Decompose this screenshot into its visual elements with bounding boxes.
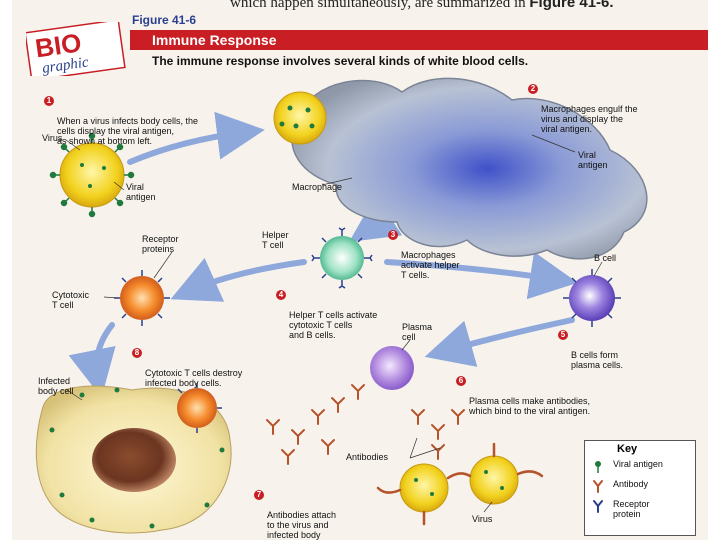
label-virus: Virus (42, 133, 63, 143)
step-8-caption: 8 Cytotoxic T cells destroy infected bod… (132, 348, 242, 388)
infected-body-cell (35, 383, 232, 534)
arrow-virus-to-macrophage (127, 111, 265, 165)
step-5-text: B cells form plasma cells. (571, 350, 624, 370)
virus-engulfed (273, 91, 327, 145)
top-text-plain: which happen simultaneously, are summari… (230, 0, 526, 11)
step-6-number: 6 (456, 376, 466, 386)
step-7-text: Antibodies attach to the virus and infec… (267, 510, 337, 540)
macrophage-cell (291, 77, 648, 260)
key-item-antibody: Antibody (591, 479, 648, 495)
step-4-number: 4 (276, 290, 286, 300)
step-8-text: Cytotoxic T cells destroy infected body … (145, 368, 243, 388)
label-plasma-cell: Plasma cell (402, 322, 433, 342)
cytotoxic-t-cell (114, 270, 170, 326)
helper-t-cell (311, 227, 373, 289)
label-infected-body-cell: Infected body cell (38, 376, 74, 396)
figure-page: which happen simultaneously, are summari… (12, 0, 708, 540)
arrow-helper-to-cytotoxic (170, 257, 307, 302)
top-text-bold: Figure 41-6. (529, 0, 614, 11)
step-1-caption: 1 When a virus infects body cells, the c… (44, 96, 198, 146)
b-cell (563, 269, 621, 327)
key-title: Key (617, 443, 638, 455)
step-6-caption: 6 Plasma cells make antibodies, which bi… (456, 376, 590, 416)
label-viral-antigen-left: Viral antigen (126, 182, 156, 202)
antibody-bound-viruses (376, 442, 544, 526)
step-3-number: 3 (388, 230, 398, 240)
figure-subtitle: The immune response involves several kin… (152, 54, 529, 68)
step-4-text: Helper T cells activate cytotoxic T cell… (289, 310, 378, 340)
step-7-caption: 7 Antibodies attach to the virus and inf… (254, 490, 336, 540)
label-cytotoxic-t-cell: Cytotoxic T cell (52, 290, 90, 310)
plasma-cell (370, 346, 414, 390)
virus-initial (49, 132, 135, 218)
key-label-viral-antigen: Viral antigen (613, 459, 663, 469)
title-bar (130, 30, 708, 50)
svg-text:graphic: graphic (41, 54, 90, 76)
arrow-cytotoxic-to-infected (68, 322, 116, 398)
step-4-caption: 4 Helper T cells activate cytotoxic T ce… (276, 290, 377, 340)
viral-antigen-icon (595, 461, 601, 473)
antibody-icon (593, 480, 603, 493)
receptor-protein-icon (593, 500, 603, 513)
key-item-viral-antigen: Viral antigen (591, 459, 663, 475)
key-label-receptor-protein: Receptor protein (613, 499, 650, 519)
step-1-text: When a virus infects body cells, the cel… (57, 116, 199, 146)
legend-key: Key Viral antigen Antibody Receptor prot… (584, 440, 696, 536)
step-3-caption: 3 Macrophages activate helper T cells. (388, 230, 460, 280)
leader-lines (65, 134, 603, 513)
key-item-receptor-protein: Receptor protein (591, 499, 650, 519)
biographic-logo: BIO graphic (26, 22, 126, 76)
label-viral-antigen-right: Viral antigen (578, 150, 608, 170)
label-b-cell: B cell (594, 253, 617, 263)
arrow-helper-to-bcell (384, 251, 578, 300)
step-8-number: 8 (132, 348, 142, 358)
step-2-text: Macrophages engulf the virus and display… (541, 104, 638, 134)
step-1-number: 1 (44, 96, 54, 106)
key-label-antibody: Antibody (613, 479, 649, 489)
step-5-number: 5 (558, 330, 568, 340)
step-2-number: 2 (528, 84, 538, 94)
label-virus-bottom: Virus (472, 514, 493, 524)
step-6-text: Plasma cells make antibodies, which bind… (469, 396, 591, 416)
label-receptor-proteins: Receptor proteins (142, 234, 179, 254)
arrow-bcell-to-plasma (424, 317, 575, 367)
label-macrophage: Macrophage (292, 182, 343, 192)
label-antibodies: Antibodies (346, 452, 389, 462)
step-5-caption: 5 B cells form plasma cells. (558, 330, 623, 370)
step-2-caption: 2 Macrophages engulf the virus and displ… (528, 84, 638, 134)
step-3-text: Macrophages activate helper T cells. (401, 250, 460, 280)
step-7-number: 7 (254, 490, 264, 500)
label-helper-t-cell: Helper T cell (262, 230, 289, 250)
immune-response-illustration (35, 77, 648, 534)
figure-number: Figure 41-6 (132, 13, 197, 27)
free-antibodies (266, 384, 465, 465)
figure-title: Immune Response (152, 32, 277, 48)
page-top-text: which happen simultaneously, are summari… (230, 0, 614, 12)
svg-text:BIO: BIO (33, 27, 83, 63)
